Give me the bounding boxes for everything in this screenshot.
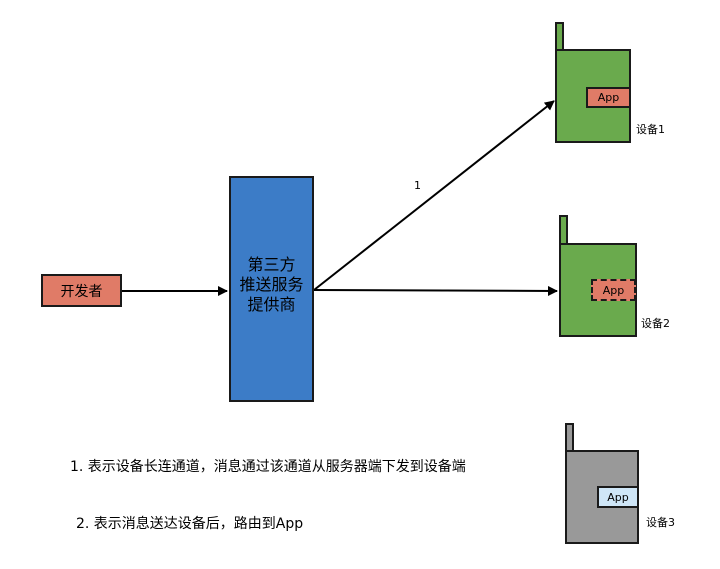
- provider-line-3: 提供商: [247, 295, 296, 314]
- note-1: 1. 表示设备长连通道，消息通过该通道从服务器端下发到设备端: [70, 459, 466, 475]
- developer-box: 开发者: [41, 274, 122, 307]
- provider-line-1: 第三方: [247, 255, 296, 274]
- arrow-provider-to-device1: [313, 100, 555, 291]
- device2-label: 设备2: [641, 317, 670, 330]
- arrow-provider-to-device2: [313, 285, 558, 296]
- provider-line-2: 推送服务: [239, 275, 304, 294]
- device3-label: 设备3: [646, 516, 675, 529]
- device2-app: App: [591, 279, 636, 301]
- push-provider-box: 第三方 推送服务 提供商: [229, 176, 314, 402]
- device3-app: App: [597, 486, 639, 508]
- device2-antenna: [559, 215, 568, 245]
- developer-label: 开发者: [60, 283, 103, 300]
- device3-antenna: [565, 423, 574, 452]
- device1-app: App: [586, 87, 631, 108]
- device1-label: 设备1: [636, 123, 665, 136]
- device2-app-label: App: [602, 283, 625, 297]
- note-2: 2. 表示消息送达设备后，路由到App: [76, 516, 304, 532]
- device3-app-label: App: [607, 490, 629, 504]
- step-1-label: 1: [414, 179, 421, 192]
- device1-antenna: [555, 22, 564, 51]
- device1-app-label: App: [597, 91, 620, 104]
